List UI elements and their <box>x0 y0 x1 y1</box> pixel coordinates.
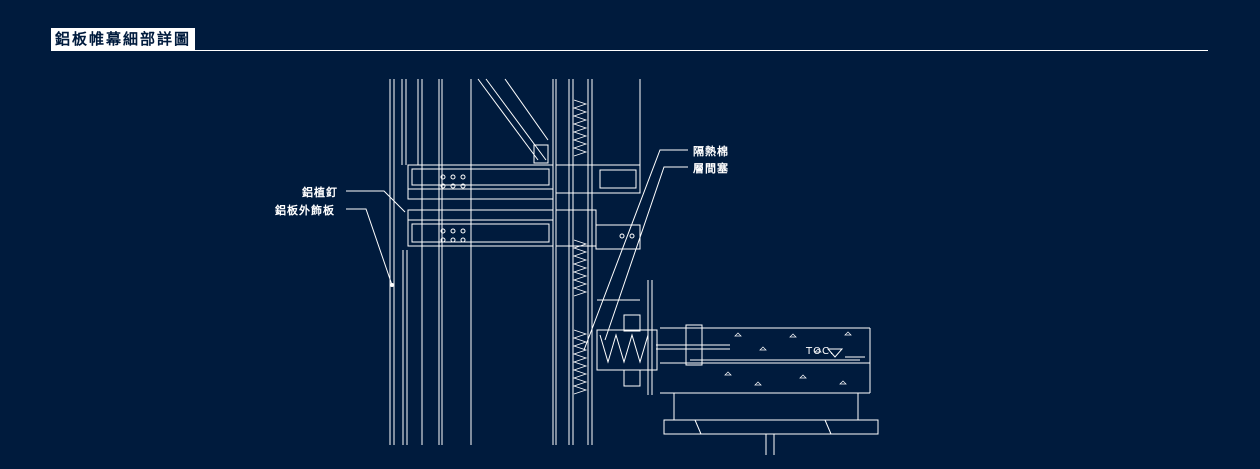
label-rivet: 鋁植釘 <box>302 186 338 199</box>
upper-bracket <box>407 164 641 200</box>
label-insulation: 隔熱棉 <box>693 145 729 158</box>
insulation-cavity <box>572 99 588 395</box>
label-panel: 鋁板外飾板 <box>275 204 335 217</box>
label-toc: TOC. <box>806 346 835 357</box>
title-underline <box>51 50 1208 51</box>
left-mullions <box>389 79 641 445</box>
leader-lines <box>346 149 688 351</box>
leader-dot-panel <box>390 283 394 287</box>
slab-anchor <box>596 280 730 395</box>
concrete-speckle <box>724 331 852 386</box>
lower-bracket <box>407 209 641 250</box>
page-title: 鋁板帷幕細部詳圖 <box>51 28 196 50</box>
concrete-slab <box>660 327 879 455</box>
label-firestop: 層間塞 <box>693 162 729 175</box>
diagonal-brace <box>477 78 549 164</box>
